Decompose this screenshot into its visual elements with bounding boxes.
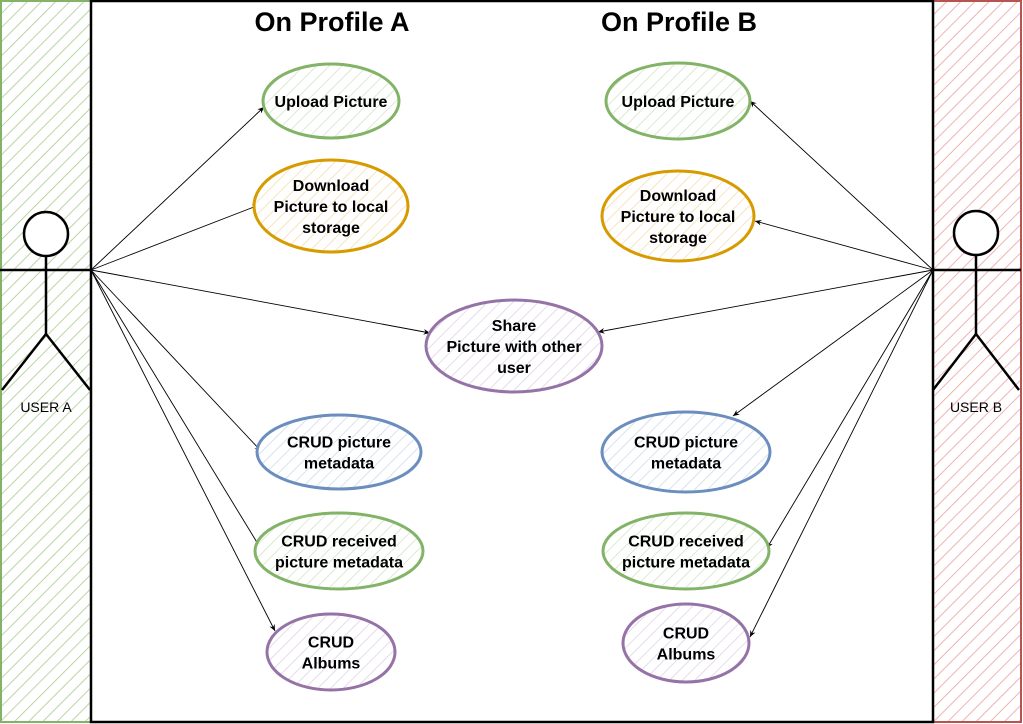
connector-b-share <box>597 269 934 334</box>
connector-a-crud-albums <box>90 269 276 632</box>
use-case-a-crud-recv[interactable]: CRUD received picture metadata <box>253 511 425 591</box>
user-b-lane <box>932 0 1022 723</box>
user-a-leg-left <box>1 333 47 391</box>
connector-a-download <box>90 204 260 271</box>
use-case-ellipse <box>252 158 410 254</box>
use-case-label-line: metadata <box>651 456 721 473</box>
user-b-head <box>952 209 1000 257</box>
user-a-label: USER A <box>20 399 72 415</box>
use-case-a-crud-albums[interactable]: CRUD Albums <box>265 612 397 692</box>
use-case-a-crud-meta[interactable]: CRUD picture metadata <box>255 413 423 491</box>
use-case-label-line: storage <box>302 220 360 237</box>
use-case-label-line: user <box>497 360 531 377</box>
connector-a-share <box>90 269 431 335</box>
user-a-leg-right <box>45 333 91 391</box>
use-case-ellipse <box>261 62 401 140</box>
use-case-label-line: CRUD received <box>281 534 397 551</box>
connector-a-upload <box>90 106 265 271</box>
use-case-label-line: storage <box>649 230 707 247</box>
connector-b-download <box>754 219 934 271</box>
connector-a-crud-recv <box>90 269 262 550</box>
user-a-head <box>22 210 70 258</box>
use-case-label-line: Download <box>293 178 369 195</box>
use-case-b-upload[interactable]: Upload Picture <box>604 61 752 141</box>
use-case-ellipse <box>601 511 771 591</box>
use-case-ellipse <box>600 410 772 494</box>
use-case-ellipse <box>424 298 604 394</box>
system-boundary <box>89 0 935 724</box>
use-case-label-line: Albums <box>302 656 361 673</box>
use-case-label-line: Albums <box>657 647 716 664</box>
use-case-label-line: metadata <box>304 456 374 473</box>
use-case-label-line: CRUD <box>663 626 709 643</box>
connector-b-crud-meta <box>732 269 934 417</box>
use-case-ellipse <box>265 612 397 692</box>
use-case-label-line: Upload Picture <box>622 94 735 111</box>
use-case-b-crud-recv[interactable]: CRUD received picture metadata <box>601 511 771 591</box>
user-b-leg-right <box>975 333 1020 391</box>
use-case-b-crud-meta[interactable]: CRUD picture metadata <box>600 410 772 494</box>
use-case-label-line: picture metadata <box>275 555 403 572</box>
connector-a-crud-meta <box>90 269 262 452</box>
use-case-label-line: Share <box>492 318 537 335</box>
use-case-label-line: picture metadata <box>622 555 750 572</box>
user-a-lane <box>0 0 92 723</box>
use-case-label-line: CRUD <box>308 635 354 652</box>
use-case-label-line: CRUD picture <box>634 435 738 452</box>
connector-b-crud-albums <box>749 269 934 638</box>
use-case-label-line: Picture with other <box>446 339 581 356</box>
use-case-label-line: CRUD picture <box>287 435 391 452</box>
connector-b-crud-recv <box>766 269 934 549</box>
use-case-label-line: Picture to local <box>274 199 389 216</box>
user-b-leg-left <box>932 333 977 391</box>
use-case-label-line: CRUD received <box>628 534 744 551</box>
use-case-ellipse <box>600 169 756 263</box>
user-a-actor[interactable] <box>0 210 91 391</box>
use-case-label-line: Picture to local <box>621 209 736 226</box>
use-case-label-line: Download <box>640 188 716 205</box>
connectors <box>90 100 934 638</box>
user-b-label: USER B <box>950 399 1002 415</box>
use-case-ellipse <box>621 602 751 684</box>
user-b-actor[interactable] <box>932 209 1021 391</box>
profile-a-title: On Profile A <box>254 7 409 37</box>
use-case-label-line: Upload Picture <box>275 94 388 111</box>
use-case-ellipse <box>604 61 752 141</box>
use-case-ellipse <box>255 413 423 491</box>
connector-b-upload <box>749 100 934 271</box>
use-case-ellipse <box>253 511 425 591</box>
use-case-b-crud-albums[interactable]: CRUD Albums <box>621 602 751 684</box>
profile-b-title: On Profile B <box>601 7 757 37</box>
use-case-a-upload[interactable]: Upload Picture <box>261 62 401 140</box>
